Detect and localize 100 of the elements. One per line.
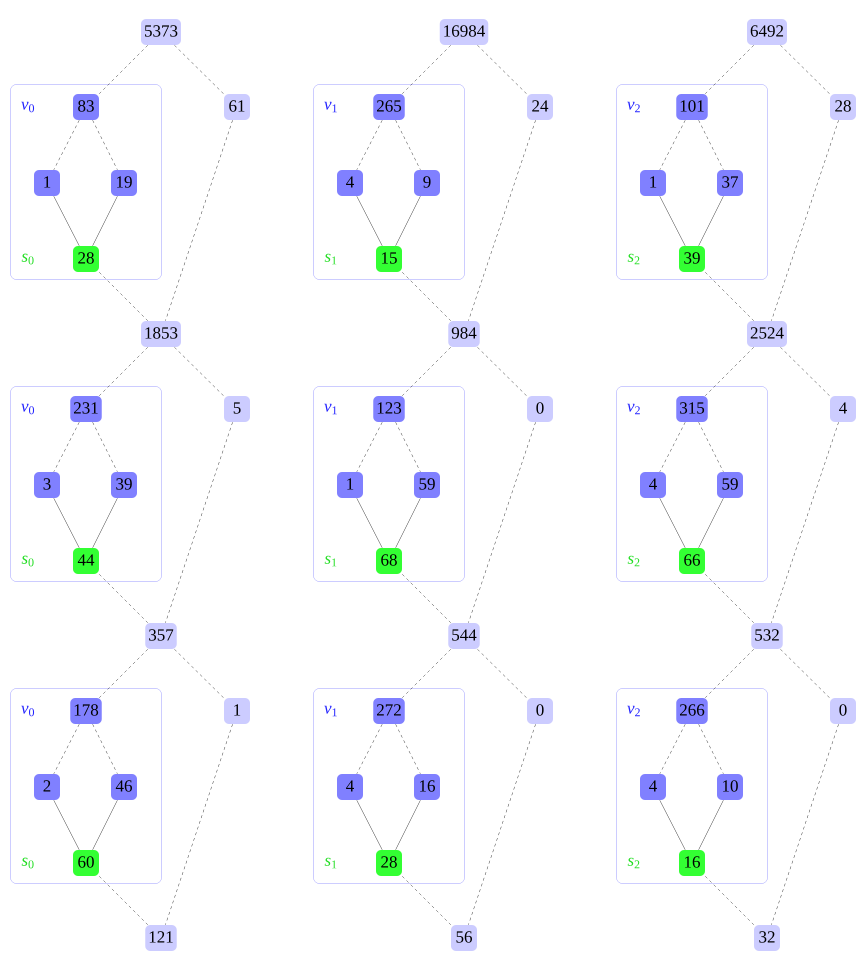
value-box: 1 [337,472,363,498]
connector [395,196,421,246]
value-box: 0 [830,698,856,724]
connector [165,120,233,321]
connector [660,800,686,850]
connector [771,724,839,925]
value-box: 16984 [440,19,488,45]
value-box: 231 [70,396,102,422]
connector [92,800,118,850]
connector [92,498,118,548]
connector [395,800,421,850]
connector [402,876,451,925]
connector [698,498,724,548]
variable-label: v$_{0}$ [21,102,34,112]
value-box: 24 [527,94,553,120]
value-box: 4 [640,774,666,800]
connector [660,196,686,246]
sum-box: 60 [73,850,99,876]
value-box: 266 [676,698,708,724]
value-box: 28 [830,94,856,120]
value-box: 532 [751,623,783,649]
variable-label: s$_{2}$ [628,254,640,264]
connector [402,649,451,698]
connector [92,196,118,246]
connector [99,876,148,925]
connector [356,120,382,170]
variable-label: s$_{0}$ [22,858,34,868]
connector [780,45,830,94]
connector [395,120,421,170]
value-box: 2524 [747,321,787,347]
value-box: 37 [717,170,743,196]
variable-label: s$_{1}$ [324,254,336,264]
connector [54,724,80,774]
connector [99,347,148,396]
connector [356,196,382,246]
connector [395,498,421,548]
connector [660,724,686,774]
connector [99,272,148,321]
connector [99,45,148,94]
value-box: 315 [676,396,708,422]
connector [174,347,224,396]
value-box: 19 [111,170,137,196]
connector [705,574,754,623]
connector [99,574,148,623]
variable-label: s$_{0}$ [22,556,34,566]
connector [468,724,536,925]
variable-label: v$_{1}$ [324,404,337,414]
connector [780,347,830,396]
value-box: 4 [337,170,363,196]
connector [395,724,421,774]
connector [356,800,382,850]
value-box: 265 [373,94,405,120]
connector [704,45,754,94]
value-box: 46 [111,774,137,800]
connector [356,422,382,472]
value-box: 3 [34,472,60,498]
connector [99,649,148,698]
variable-label: v$_{2}$ [627,102,640,112]
sum-box: 66 [679,548,705,574]
variable-label: v$_{2}$ [627,404,640,414]
value-box: 83 [73,94,99,120]
connector [92,422,118,472]
connector [698,120,724,170]
variable-label: s$_{0}$ [22,254,34,264]
connector [698,800,724,850]
value-box: 32 [754,925,780,951]
value-box: 56 [451,925,477,951]
connector [54,422,80,472]
connector [705,876,754,925]
connector [356,498,382,548]
connector [402,347,451,396]
connector [402,45,451,94]
variable-label: s$_{2}$ [628,858,640,868]
sum-box: 16 [679,850,705,876]
connector [704,649,754,698]
connector [402,272,451,321]
value-box: 10 [717,774,743,800]
connector [698,196,724,246]
connector [780,649,830,698]
value-box: 4 [830,396,856,422]
variable-label: v$_{1}$ [324,102,337,112]
connector [771,422,839,623]
connector [54,800,80,850]
value-box: 1 [34,170,60,196]
sum-box: 15 [376,246,402,272]
value-box: 39 [111,472,137,498]
connector [698,422,724,472]
variable-label: v$_{0}$ [21,404,34,414]
connector [660,120,686,170]
connector [54,196,80,246]
value-box: 2 [34,774,60,800]
sum-box: 39 [679,246,705,272]
variable-label: s$_{1}$ [324,556,336,566]
connector [698,724,724,774]
connector [660,422,686,472]
value-box: 59 [717,472,743,498]
value-box: 984 [448,321,480,347]
value-box: 5 [224,396,250,422]
variable-label: s$_{2}$ [628,556,640,566]
variable-label: v$_{1}$ [324,706,337,716]
